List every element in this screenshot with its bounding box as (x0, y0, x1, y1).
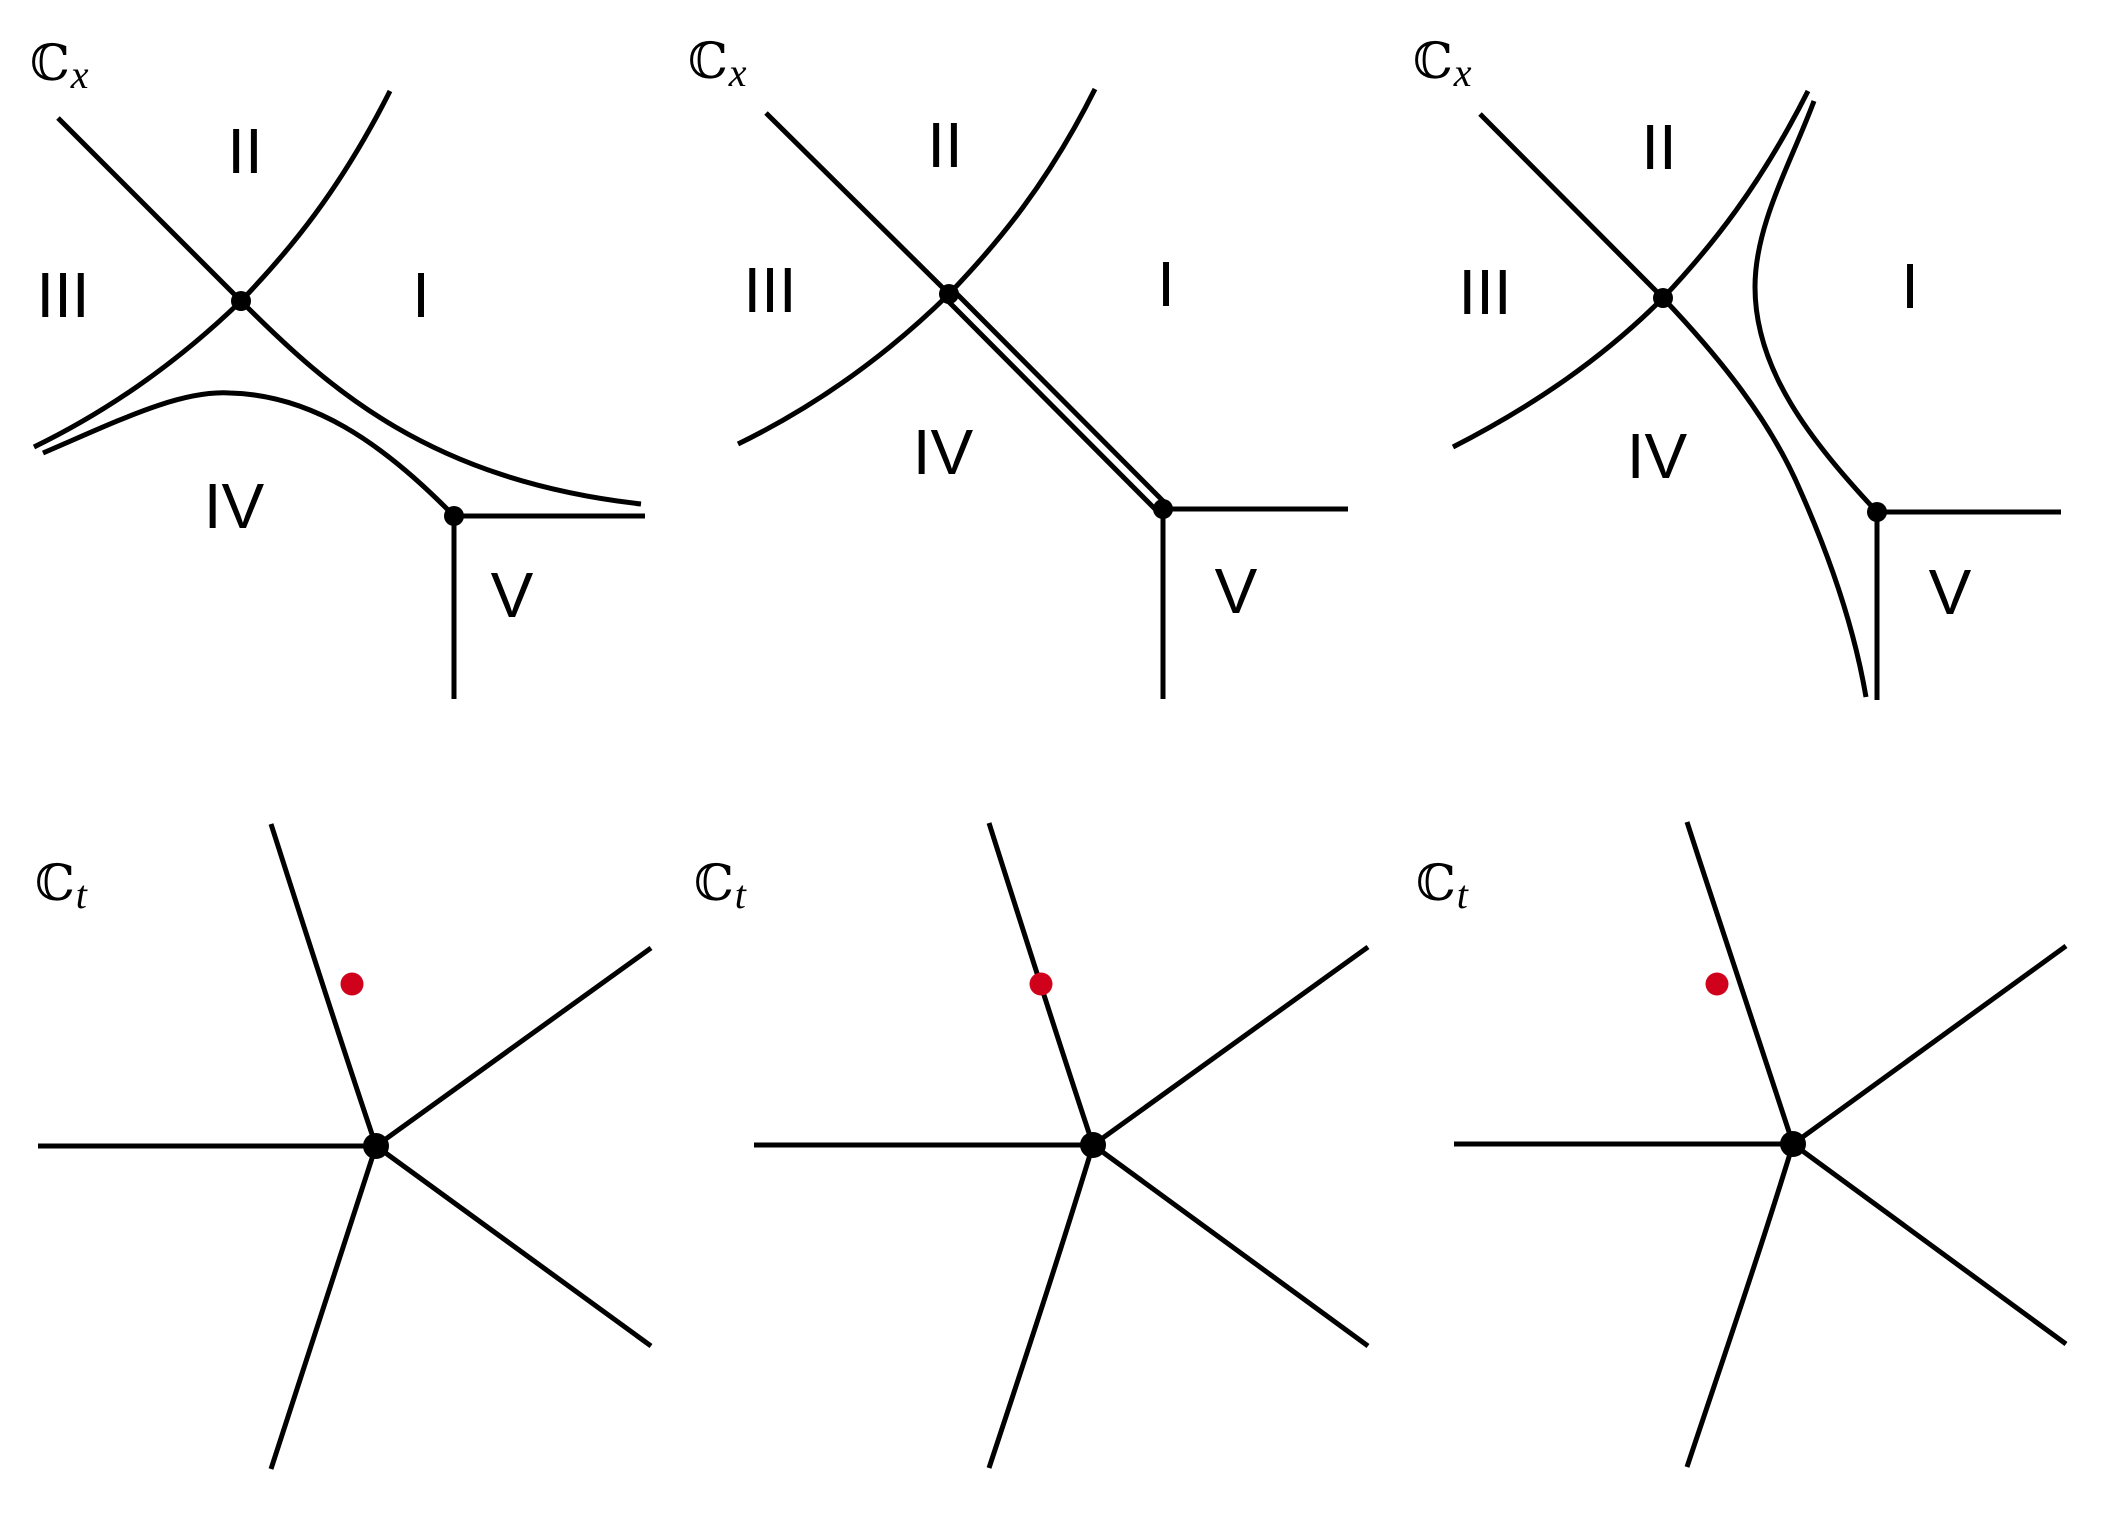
plane-label-cx: ℂx (30, 34, 89, 97)
singular-point (363, 1133, 389, 1159)
wall-curves (1451, 89, 2061, 700)
wall-line-upper-left (1478, 112, 1665, 300)
ray-upper-right (374, 945, 653, 1149)
plane-label-ct: ℂt (35, 854, 88, 917)
marked-point-red (340, 972, 364, 996)
branch-point-2 (444, 506, 464, 526)
branch-point-1 (1653, 288, 1673, 308)
region-label-i: I (1901, 250, 1919, 322)
singular-point (1780, 1131, 1806, 1157)
region-label-v: V (1215, 555, 1258, 627)
cx-panel-1: ℂx II III I IV V (30, 34, 645, 699)
ray-down (986, 1144, 1096, 1469)
ray-upper-right (1791, 943, 2068, 1147)
marked-point-red (1705, 972, 1729, 996)
plane-label-ct: ℂt (694, 854, 747, 917)
ct-panel-3: ℂt (1416, 821, 2068, 1468)
double-wall-upper (951, 288, 1169, 507)
ct-panel-1: ℂt (35, 823, 653, 1470)
region-label-iv: IV (913, 416, 974, 488)
wall-curve-lower-left (32, 299, 243, 450)
ray-lower-right (1791, 1141, 2068, 1347)
singular-point (1080, 1132, 1106, 1158)
ray-lower-right (374, 1143, 653, 1349)
cx-panel-2: ℂx II III I IV V (688, 32, 1348, 699)
region-label-iii: III (36, 259, 89, 331)
branch-point-1 (939, 284, 959, 304)
marked-point-red (1029, 972, 1053, 996)
region-label-ii: II (227, 115, 263, 187)
wall-line-upper-left (764, 111, 951, 296)
ray-down (1684, 1143, 1796, 1468)
plane-label-cx: ℂx (688, 32, 747, 95)
ray-up (268, 823, 379, 1147)
region-label-v: V (491, 559, 534, 631)
region-label-iii: III (743, 254, 796, 326)
ray-lower-right (1091, 1142, 1370, 1349)
double-wall-lower (943, 296, 1161, 515)
region-label-v: V (1929, 556, 1972, 628)
wall-curve-lower-left (1451, 296, 1665, 450)
ray-upper-right (1091, 944, 1370, 1148)
wall-curve-lower-left (736, 292, 951, 447)
region-label-iv: IV (1627, 420, 1688, 492)
wall-curves (736, 87, 1348, 699)
wall-line-upper-left (56, 116, 243, 303)
plane-label-cx: ℂx (1413, 32, 1472, 95)
wall-curve-upper-right (1661, 89, 1811, 300)
region-label-iii: III (1458, 256, 1511, 328)
wall-curve-upper-right (947, 87, 1098, 296)
wall-curve-lower-right (239, 299, 642, 507)
region-label-ii: II (927, 109, 963, 181)
wall-curve-bump (42, 390, 456, 518)
plane-label-ct: ℂt (1416, 854, 1469, 917)
wall-curves (32, 89, 645, 699)
region-label-i: I (1157, 248, 1175, 320)
cx-panel-3: ℂx II III I IV V (1413, 32, 2061, 700)
wall-curve-hyperbola (1752, 100, 1879, 514)
branch-point-1 (231, 291, 251, 311)
region-label-iv: IV (204, 470, 265, 542)
region-label-i: I (412, 259, 430, 331)
branch-point-2 (1153, 499, 1173, 519)
wall-curve-upper-right (239, 89, 393, 303)
ray-down (268, 1145, 379, 1470)
branch-point-2 (1867, 502, 1887, 522)
region-label-ii: II (1641, 111, 1677, 183)
ray-up (1684, 821, 1796, 1145)
wall-curve-lower-right (1661, 296, 1869, 698)
ct-panel-2: ℂt (694, 822, 1370, 1469)
